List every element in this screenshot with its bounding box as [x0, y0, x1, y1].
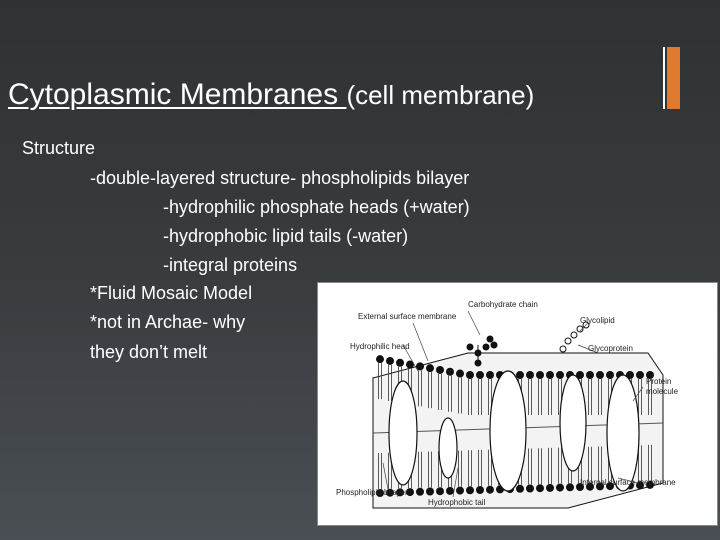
bullet-integral-proteins: -integral proteins	[163, 255, 298, 275]
hydrophilic-heads-top	[376, 355, 654, 379]
integral-proteins	[388, 370, 640, 492]
slide-title: Cytoplasmic Membranes (cell membrane)	[8, 78, 534, 112]
membrane-diagram-svg: Carbohydrate chain External surface memb…	[336, 300, 679, 509]
label-protein: Protein	[646, 377, 671, 386]
bullet-bilayer: -double-layered structure- phospholipids…	[90, 168, 470, 188]
label-carbohydrate-chain: Carbohydrate chain	[468, 300, 538, 309]
label-leaders	[382, 310, 644, 498]
hydrophilic-heads-bottom	[376, 480, 654, 497]
bullet-archae-cont: they don’t melt	[90, 342, 208, 362]
label-external-surface: External surface membrane	[358, 312, 457, 321]
section-heading: Structure	[22, 138, 96, 158]
title-main: Cytoplasmic Membranes	[8, 78, 347, 111]
accent-divider	[663, 47, 665, 109]
bullet-archae: *not in Archae- why	[90, 312, 246, 332]
label-hydrophilic-head: Hydrophilic head	[350, 342, 410, 351]
carbohydrate-chain	[466, 335, 498, 367]
label-phospholipid-bilayer: Phospholipid bilayer	[336, 488, 408, 497]
bullet-hydrophilic: -hydrophilic phosphate heads (+water)	[163, 197, 470, 217]
bullet-fluid-mosaic: *Fluid Mosaic Model	[90, 283, 253, 303]
accent-bar	[667, 47, 680, 109]
label-molecule: molecule	[646, 387, 679, 396]
title-subtitle: (cell membrane)	[346, 80, 535, 110]
label-hydrophobic-tail: Hydrophobic tail	[428, 498, 486, 507]
membrane-diagram: Carbohydrate chain External surface memb…	[317, 282, 718, 526]
label-internal-surface: Internal surface membrane	[580, 478, 676, 487]
label-glycolipid: Glycolipid	[580, 316, 615, 325]
bullet-hydrophobic: -hydrophobic lipid tails (-water)	[163, 226, 409, 246]
label-glycoprotein: Glycoprotein	[588, 344, 633, 353]
